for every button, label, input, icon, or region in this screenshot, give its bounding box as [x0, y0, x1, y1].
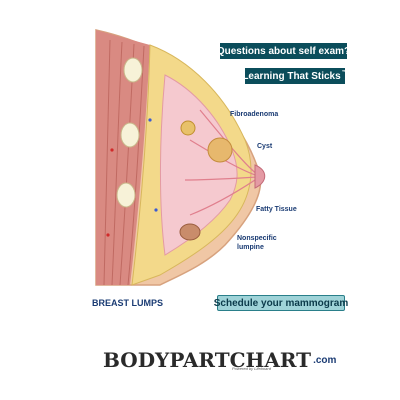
logo-text: BODYPARTCHART — [103, 348, 312, 372]
self-exam-questions-label: Questions about self exam? — [216, 45, 351, 57]
fibroadenoma-label: Fibroadenoma — [230, 111, 279, 118]
fibroadenoma-shape — [180, 120, 196, 136]
fatty-tissue-label: Fatty Tissue — [256, 206, 297, 213]
ribs — [116, 57, 143, 208]
logo-domain: .com — [313, 355, 337, 366]
breast-lumps-title: BREAST LUMPS — [92, 298, 164, 308]
milk-ducts — [184, 109, 259, 216]
glandular-tissue — [159, 74, 238, 256]
vessel-dots — [106, 118, 158, 237]
nonspecific-lump-shape — [179, 223, 201, 241]
self-exam-questions-button[interactable]: Questions about self exam? — [216, 43, 351, 59]
schedule-mammogram-label: Schedule your mammogram — [213, 297, 349, 309]
cyst-label: Cyst — [257, 143, 273, 150]
cyst-shape — [207, 137, 233, 163]
trademark-symbol: ™ — [341, 70, 348, 76]
schedule-mammogram-button[interactable]: Schedule your mammogram — [213, 295, 349, 311]
chest-muscle — [96, 30, 150, 285]
nipple — [254, 164, 266, 189]
learning-that-sticks-button[interactable]: Learning That Sticks ™ — [242, 68, 348, 84]
nonspecific-lumpine-label: Nonspecific lumpine — [237, 235, 277, 251]
learning-that-sticks-label: Learning That Sticks — [242, 70, 341, 82]
bodypartchart-logo: BODYPARTCHART .com — [103, 340, 336, 372]
powered-by-text: Powered by Lifeboard — [232, 366, 271, 371]
